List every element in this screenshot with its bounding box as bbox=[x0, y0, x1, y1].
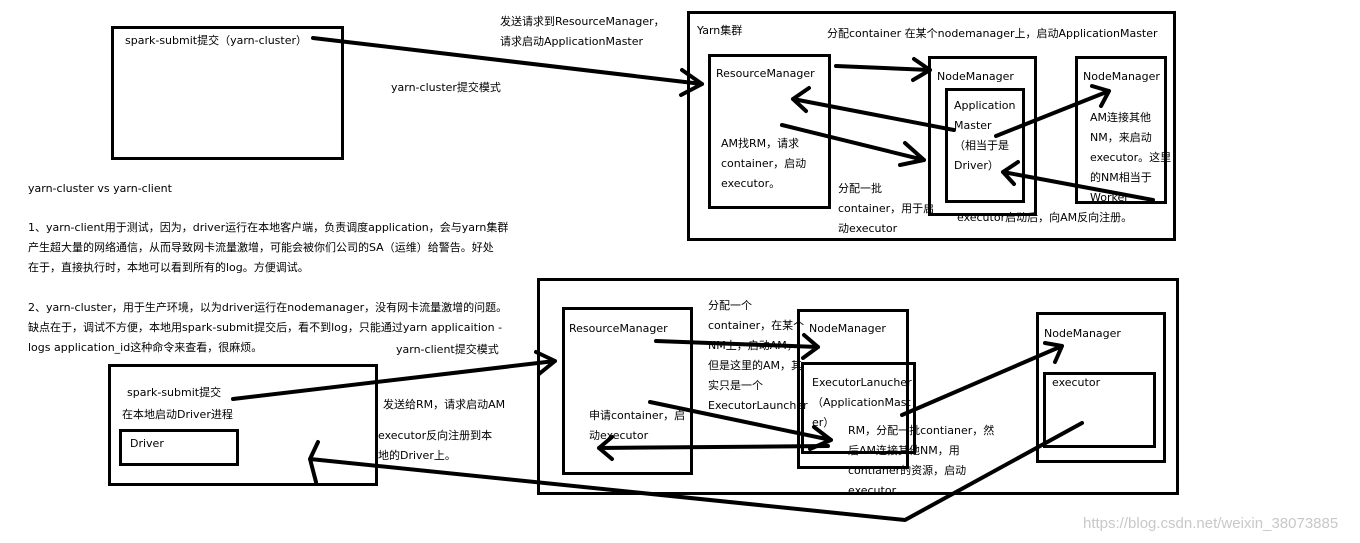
cluster-nm2-label: NodeManager bbox=[1083, 70, 1160, 83]
cluster-rm-label: ResourceManager bbox=[716, 67, 815, 80]
client-driver-box bbox=[119, 429, 239, 466]
arrow-submit-to-rm bbox=[311, 36, 704, 97]
client-submit-line-2: 在本地启动Driver进程 bbox=[122, 408, 233, 421]
comparison-heading: yarn-cluster vs yarn-client bbox=[28, 182, 172, 195]
client-nm2-box bbox=[1036, 312, 1166, 463]
arrow-rm-to-am bbox=[780, 123, 926, 167]
client-executor-label: executor bbox=[1052, 376, 1101, 389]
arrow-launcher-to-rm bbox=[597, 435, 830, 461]
client-submit-box bbox=[108, 364, 378, 486]
client-nm1-box bbox=[797, 309, 909, 469]
cluster-submit-box bbox=[111, 26, 344, 160]
arrow-launcher-to-nm2 bbox=[900, 341, 1064, 417]
arrow-executor-to-driver bbox=[308, 421, 1084, 522]
yarn-cluster-box bbox=[687, 11, 1176, 241]
comparison-point-2: 2、yarn-cluster，用于生产环境，以为driver运行在nodeman… bbox=[28, 301, 508, 354]
comparison-point-1: 1、yarn-client用于测试，因为，driver运行在本地客户端，负责调度… bbox=[28, 221, 509, 274]
cluster-register-note: executor启动后，向AM反向注册。 bbox=[957, 211, 1133, 224]
client-mode-label: yarn-client提交模式 bbox=[396, 343, 499, 356]
arrow-am-to-nm2 bbox=[994, 84, 1111, 138]
client-driver-label: Driver bbox=[130, 437, 164, 450]
cluster-batch-note: 分配一批 container，用于启 动executor bbox=[838, 182, 935, 235]
arrow-rm-to-nm bbox=[834, 57, 932, 82]
client-rm-label: ResourceManager bbox=[569, 322, 668, 335]
cluster-allocate-note: 分配container 在某个nodemanager上，启动Applicatio… bbox=[827, 27, 1158, 40]
arrow-rm-to-nm-client bbox=[654, 333, 820, 360]
cluster-am-label: Application Master （相当于是 Driver） bbox=[954, 99, 1016, 172]
client-nm2-label: NodeManager bbox=[1044, 327, 1121, 340]
client-launcher-label: ExecutorLanucher （ApplicationMast er） bbox=[812, 376, 912, 429]
cluster-rm-note: AM找RM，请求 container，启动 executor。 bbox=[721, 137, 807, 190]
client-allocate-note: 分配一个 container，在某个 NM上，启动AM， 但是这里的AM，其 实… bbox=[708, 299, 808, 412]
client-submit-line-1: spark-submit提交 bbox=[127, 386, 222, 399]
cluster-submit-label: spark-submit提交（yarn-cluster） bbox=[125, 34, 308, 47]
cluster-nm1-label: NodeManager bbox=[937, 70, 1014, 83]
client-executor-box bbox=[1043, 372, 1156, 448]
arrow-rm-to-launcher bbox=[648, 400, 833, 451]
client-cluster-box bbox=[537, 278, 1179, 495]
cluster-nm2-box bbox=[1075, 56, 1167, 204]
cluster-title: Yarn集群 bbox=[697, 24, 743, 37]
client-rm-note: 申请container，启 动executor bbox=[589, 409, 686, 442]
client-rm-box bbox=[562, 307, 693, 475]
cluster-am-box bbox=[945, 88, 1025, 203]
cluster-nm1-box bbox=[928, 56, 1037, 216]
client-send-note: 发送给RM，请求启动AM bbox=[383, 398, 506, 411]
arrow-submit-to-rm-client bbox=[231, 350, 557, 401]
watermark: https://blog.csdn.net/weixin_38073885 bbox=[1083, 515, 1339, 532]
cluster-mode-label: yarn-cluster提交模式 bbox=[391, 81, 501, 94]
client-launcher-note: RM，分配一批contianer，然 后AM连接其他NM，用 contianer… bbox=[848, 424, 995, 497]
cluster-rm-box bbox=[708, 54, 831, 209]
arrow-am-to-rm bbox=[791, 86, 956, 132]
cluster-nm2-note: AM连接其他 NM，来启动 executor。这里 的NM相当于 Worker bbox=[1090, 111, 1172, 204]
cluster-request-note: 发送请求到ResourceManager， 请求启动ApplicationMas… bbox=[500, 15, 665, 48]
client-nm1-label: NodeManager bbox=[809, 322, 886, 335]
client-register-note: executor反向注册到本 地的Driver上。 bbox=[378, 429, 493, 462]
arrow-executor-register bbox=[1001, 160, 1155, 202]
